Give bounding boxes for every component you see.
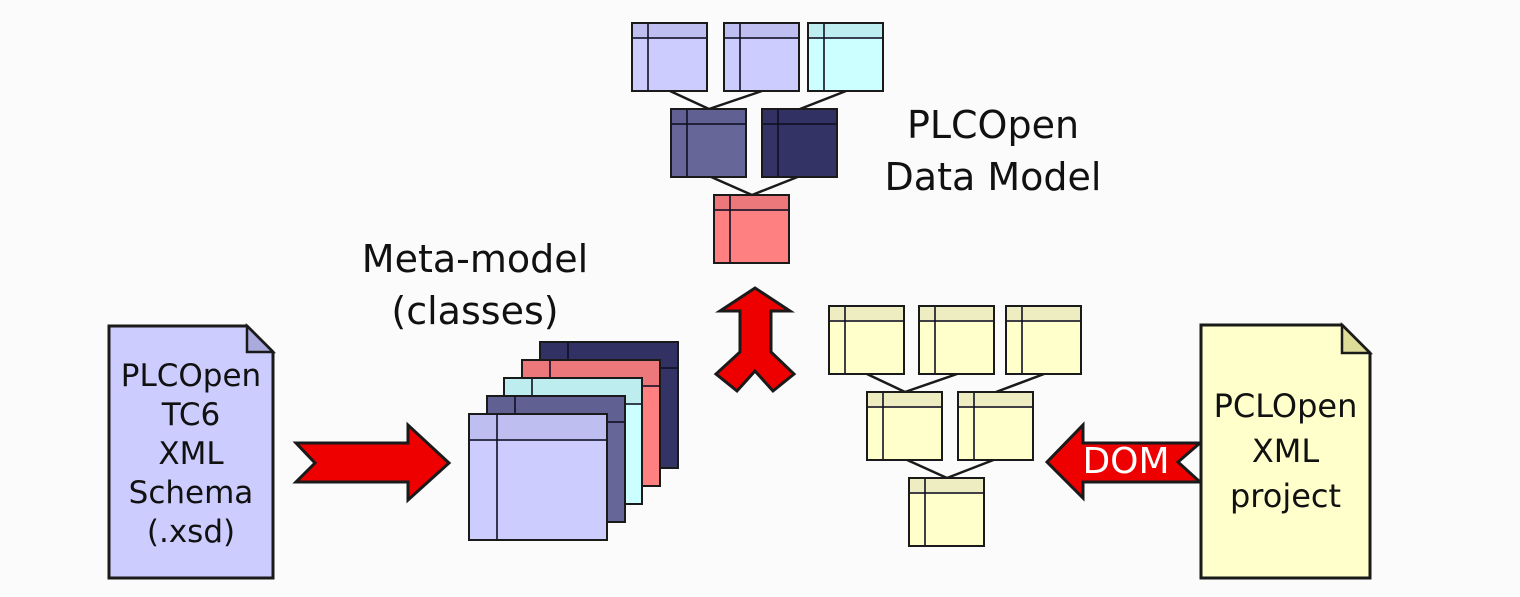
tree-connector — [799, 89, 847, 111]
datamodel-tree-node — [807, 22, 884, 92]
doc-line: PCLOpen — [1213, 387, 1358, 425]
arrow-schema-to-metamodel-icon — [292, 421, 452, 504]
meta-model-label: Meta-model (classes) — [335, 233, 615, 337]
dom-tree-node — [828, 305, 905, 375]
tree-connector — [904, 372, 958, 394]
doc-line: (.xsd) — [146, 514, 236, 550]
doc-line: TC6 — [161, 397, 221, 433]
dom-tree-node — [866, 391, 943, 461]
dom-tree-node — [1005, 305, 1082, 375]
xsd-document-label: PLCOpen TC6 XML Schema (.xsd) — [109, 357, 273, 552]
xsd-document-icon — [107, 323, 276, 580]
dom-tree-node — [918, 305, 995, 375]
doc-line: project — [1229, 477, 1342, 515]
doc-line: PLCOpen — [120, 358, 262, 394]
doc-line: XML — [1251, 432, 1320, 470]
dom-tree-node — [957, 391, 1034, 461]
document-fold-corner — [245, 323, 276, 354]
data-model-label: PLCOpen Data Model — [868, 99, 1118, 203]
dom-tree-root-node — [908, 477, 985, 547]
metamodel-stack-layer — [468, 413, 608, 541]
xml-project-document-label: PCLOpen XML project — [1201, 384, 1370, 519]
tree-connector — [995, 372, 1045, 394]
doc-line: Schema — [128, 475, 254, 511]
meta-model-label-line2: (classes) — [391, 289, 559, 333]
xml-project-document-icon — [1199, 322, 1374, 580]
arrow-dom-icon — [1044, 421, 1205, 502]
data-model-label-line2: Data Model — [884, 155, 1102, 199]
tree-connector — [708, 174, 753, 197]
doc-line: XML — [158, 436, 224, 472]
arrow-metamodel-to-datamodel-icon — [713, 286, 797, 394]
tree-connector — [751, 174, 801, 197]
tree-connector — [708, 89, 763, 111]
datamodel-tree-node — [723, 22, 800, 92]
datamodel-tree-node — [761, 108, 838, 178]
tree-connector — [866, 372, 906, 394]
datamodel-tree-node — [631, 22, 708, 92]
tree-connector — [904, 457, 948, 480]
document-fold-corner — [1340, 322, 1374, 355]
tree-connector — [946, 457, 997, 480]
dom-arrow-label: DOM — [1082, 441, 1170, 482]
datamodel-tree-node — [670, 108, 747, 178]
tree-connector — [669, 89, 710, 111]
meta-model-label-line1: Meta-model — [361, 237, 589, 281]
data-model-label-line1: PLCOpen — [906, 103, 1080, 147]
datamodel-tree-root-node — [713, 194, 790, 264]
